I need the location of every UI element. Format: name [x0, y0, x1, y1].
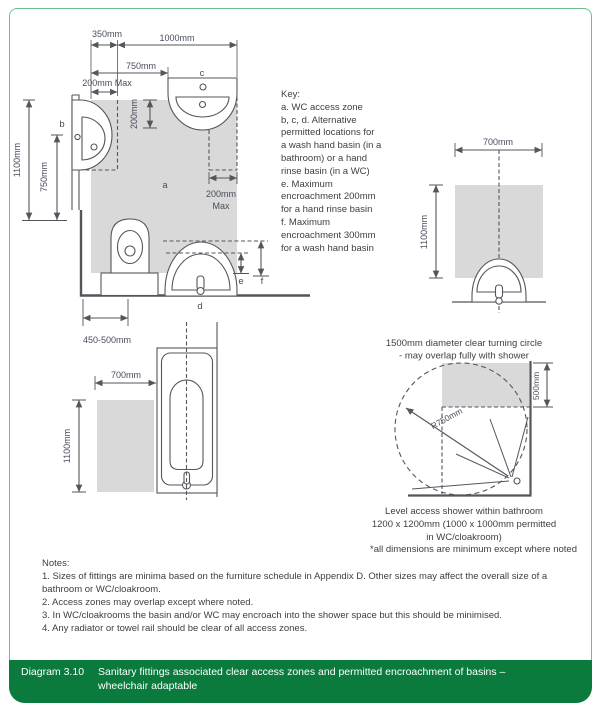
note-item: 3. In WC/cloakrooms the basin and/or WC …	[42, 610, 502, 621]
key-line: a. WC access zone	[281, 101, 363, 113]
dimensions-footnote: *all dimensions are minimum except where…	[370, 544, 577, 555]
dim-1100mm-left-label: 1100mm	[12, 143, 22, 177]
diagram-title-line2: wheelchair adaptable	[98, 679, 198, 692]
turning-circle-title-line2: - may overlap fully with shower	[399, 351, 529, 362]
shower-caption-line2: 1200 x 1200mm (1000 x 1000mm permitted	[372, 519, 556, 530]
diagram-number: Diagram 3.10	[21, 666, 85, 678]
key-line: f. Maximum	[281, 216, 331, 228]
key-line: b, c, d. Alternative	[281, 114, 357, 126]
turning-circle-title-line1: 1500mm diameter clear turning circle	[386, 338, 542, 349]
dim-350mm-label: 350mm	[92, 29, 122, 39]
zone-a-label: a	[162, 180, 168, 191]
radius-arrow	[405, 407, 509, 477]
dim-200mm-max-top-label: 200mm Max	[82, 78, 132, 88]
key-line: a wash hand basin (in a	[281, 140, 382, 152]
diagram-title: Sanitary fittings associated clear acces…	[98, 666, 505, 693]
basin-b-dashed-zone	[79, 100, 119, 171]
dim-200mm-max-line1: 200mm	[206, 189, 236, 199]
basin-c-dashed-zone	[208, 97, 238, 171]
notes-heading: Notes:	[42, 558, 70, 569]
dim-1000mm-label: 1000mm	[159, 33, 194, 43]
dim-450-500mm-label: 450-500mm	[83, 335, 131, 345]
basin-dim-1100mm-label: 1100mm	[419, 215, 429, 249]
basin-d-label: d	[197, 301, 202, 312]
basin-d-plan	[164, 241, 238, 297]
encroachment-e-label: e	[238, 276, 243, 287]
dim-750mm-left-label: 750mm	[39, 162, 49, 192]
encroachment-f-label: f	[261, 276, 264, 287]
basin-access-zone-diagram	[429, 143, 546, 313]
basin-front-view	[471, 258, 527, 305]
notes-block: Notes: 1. Sizes of fittings are minima b…	[42, 557, 582, 635]
key-line: encroachment 300mm	[281, 229, 376, 241]
shower-overlap-zone	[442, 363, 529, 407]
basin-b-plan	[71, 99, 113, 171]
radius-750mm-label: R750mm	[429, 406, 464, 431]
basin-dim-700mm-label: 700mm	[483, 137, 513, 147]
note-item: 1. Sizes of fittings are minima based on…	[42, 571, 548, 595]
bath-access-zone	[97, 400, 154, 492]
note-item: 2. Access zones may overlap except where…	[42, 597, 254, 608]
shower-caption-line1: Level access shower within bathroom	[385, 506, 543, 517]
bath-dim-700mm-label: 700mm	[111, 370, 141, 380]
key-line: permitted locations for	[281, 127, 375, 139]
dim-200mm-vert-label: 200mm	[129, 99, 139, 129]
basin-b-label: b	[59, 119, 64, 130]
diagram-title-line1: Sanitary fittings associated clear acces…	[98, 666, 506, 678]
key-line: for a hand rinse basin	[281, 204, 373, 216]
basin-c-plan	[167, 77, 238, 131]
key-line: for a wash hand basin	[281, 242, 374, 254]
key-line: e. Maximum	[281, 178, 333, 190]
dim-750mm-top-label: 750mm	[126, 61, 156, 71]
diagram-caption-banner: Diagram 3.10 Sanitary fittings associate…	[9, 660, 592, 703]
shower-caption-line3: in WC/cloakroom)	[426, 532, 502, 543]
shower-fall-lines	[411, 416, 529, 490]
key-line: rinse basin (in a WC)	[281, 165, 370, 177]
shower-turning-circle-diagram	[394, 361, 553, 497]
note-item: 4. Any radiator or towel rail should be …	[42, 623, 308, 634]
key-line: encroachment 200mm	[281, 191, 376, 203]
bath-access-zone-diagram	[72, 322, 218, 500]
key-block: Key: a. WC access zone b, c, d. Alternat…	[281, 89, 431, 255]
dim-200mm-max-line2: Max	[212, 201, 230, 211]
bath-dim-1100mm-label: 1100mm	[62, 429, 72, 463]
dim-500mm-label: 500mm	[531, 372, 541, 400]
key-line: bathroom) or a hand	[281, 152, 368, 164]
wc-access-zone-diagram	[22, 40, 310, 326]
wc-plan	[100, 218, 159, 297]
basin-c-label: c	[200, 68, 205, 79]
shower-drain	[513, 477, 521, 485]
key-heading: Key:	[281, 89, 301, 100]
